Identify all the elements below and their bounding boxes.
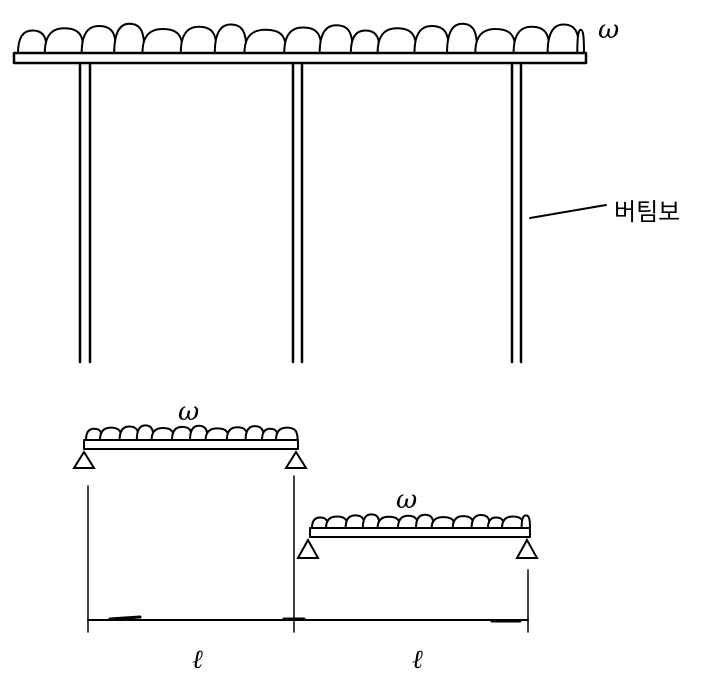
load-rock xyxy=(98,426,123,441)
left-distributed-load xyxy=(84,424,299,441)
load-rock xyxy=(451,515,475,529)
load-rock xyxy=(43,27,85,54)
load-rock xyxy=(204,427,230,441)
load-rock xyxy=(113,22,146,54)
top-beam xyxy=(12,51,588,65)
load-rock xyxy=(213,23,248,54)
load-label-top: ω xyxy=(598,15,619,45)
load-rock xyxy=(318,24,354,54)
load-rock xyxy=(500,515,525,529)
load-rock xyxy=(512,25,551,54)
load-rock xyxy=(349,29,381,54)
load-rock xyxy=(16,29,48,54)
left-simple-beam: ω xyxy=(72,397,308,469)
load-rock xyxy=(546,23,581,54)
load-rock xyxy=(430,516,456,529)
load-rock xyxy=(179,25,218,54)
load-rock xyxy=(474,27,517,54)
load-rock xyxy=(283,26,323,54)
load-rock xyxy=(274,426,299,441)
left-beam-support-left xyxy=(72,450,96,469)
span-label-right: ℓ xyxy=(412,645,423,675)
load-label-right: ω xyxy=(396,485,417,515)
load-rock xyxy=(170,425,194,441)
right-beam-support-right xyxy=(515,537,539,559)
right-simple-beam: ω xyxy=(296,485,539,559)
top-assembly: ω 버팀보 xyxy=(12,15,680,364)
load-rock xyxy=(396,514,420,529)
strut-middle xyxy=(291,61,304,364)
load-rock xyxy=(225,426,249,441)
load-rock xyxy=(376,27,418,54)
load-rock xyxy=(141,27,184,54)
load-rock xyxy=(576,28,586,54)
beam-name-label: 버팀보 xyxy=(614,198,680,226)
right-distributed-load xyxy=(310,513,532,529)
load-rock xyxy=(80,24,118,54)
top-distributed-load xyxy=(16,22,586,54)
span-dimensions: ℓ ℓ xyxy=(87,475,529,675)
right-beam xyxy=(309,527,531,538)
load-rock xyxy=(446,22,479,54)
beam-name-leader xyxy=(529,204,607,219)
load-label-left: ω xyxy=(178,397,199,427)
left-beam xyxy=(83,439,299,450)
strut-left xyxy=(78,61,92,364)
load-rock xyxy=(413,24,451,54)
span-label-left: ℓ xyxy=(192,645,203,675)
strut-right xyxy=(510,61,523,364)
load-rock xyxy=(243,28,288,54)
load-rock xyxy=(150,426,176,441)
dimension-tick-left xyxy=(108,615,142,621)
load-rock xyxy=(324,515,349,529)
left-beam-support-right xyxy=(284,450,308,469)
load-rock xyxy=(376,515,402,529)
right-beam-support-left xyxy=(296,537,320,559)
load-rock xyxy=(520,514,532,529)
